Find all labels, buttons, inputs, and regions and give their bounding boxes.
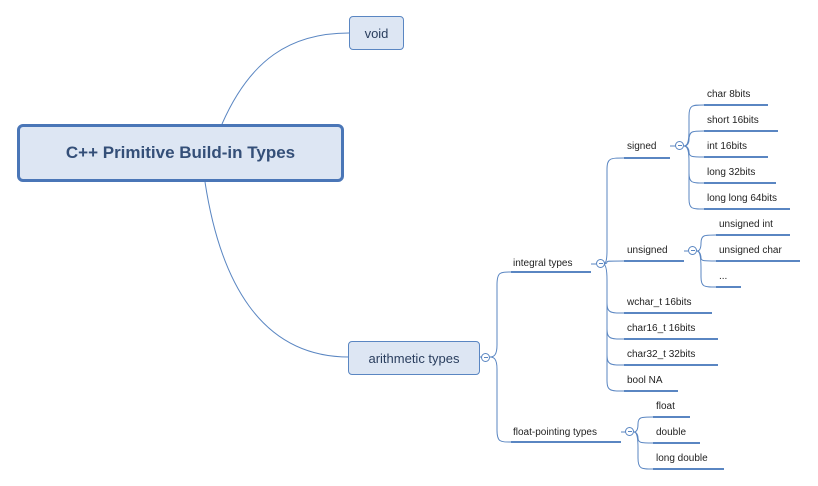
- integral-item[interactable]: wchar_t 16bits: [627, 296, 691, 310]
- connector-unsigned-int: [696, 234, 717, 252]
- signed-item[interactable]: char 8bits: [707, 88, 750, 102]
- signed-item[interactable]: long 32bits: [707, 166, 755, 180]
- integral-item-label: bool NA: [627, 375, 663, 386]
- float-topic[interactable]: float-pointing types: [513, 426, 597, 440]
- connector-unsigned-more: [696, 250, 717, 288]
- collapse-float-icon[interactable]: [625, 427, 634, 436]
- connector-signed-long: [683, 145, 705, 184]
- integral-item-label: char32_t 32bits: [627, 349, 696, 360]
- float-item[interactable]: long double: [656, 452, 708, 466]
- unsigned-item-label: ...: [719, 271, 728, 282]
- float-item[interactable]: float: [656, 400, 675, 414]
- float-item-label: double: [656, 427, 687, 438]
- connector-signed-char: [683, 104, 705, 147]
- root-node[interactable]: C++ Primitive Build-in Types: [17, 124, 344, 182]
- connector-arith-integral: [489, 271, 512, 358]
- signed-item-label: long 32bits: [707, 167, 756, 178]
- signed-item-label: int 16bits: [707, 141, 748, 152]
- collapse-arithmetic-icon[interactable]: [481, 353, 490, 362]
- signed-item[interactable]: long long 64bits: [707, 192, 777, 206]
- float-item-label: float: [656, 401, 675, 412]
- signed-label: signed: [627, 141, 657, 152]
- signed-item[interactable]: short 16bits: [707, 114, 759, 128]
- float-item-label: long double: [656, 453, 708, 464]
- unsigned-topic[interactable]: unsigned: [627, 244, 668, 258]
- unsigned-item[interactable]: ...: [719, 270, 727, 284]
- arithmetic-node[interactable]: arithmetic types: [348, 341, 480, 375]
- unsigned-item[interactable]: unsigned int: [719, 218, 773, 232]
- connector-integral-wchar: [602, 263, 625, 314]
- connector-float-longdouble: [633, 431, 654, 470]
- root-label: C++ Primitive Build-in Types: [65, 143, 296, 162]
- float-item[interactable]: double: [656, 426, 686, 440]
- connector-root-void: [221, 32, 350, 125]
- float-label: float-pointing types: [513, 427, 597, 438]
- integral-item[interactable]: char32_t 32bits: [627, 348, 695, 362]
- unsigned-item-label: unsigned char: [719, 245, 782, 256]
- connector-signed-int: [683, 145, 705, 158]
- connector-integral-unsigned: [602, 260, 625, 265]
- collapse-integral-icon[interactable]: [596, 259, 605, 268]
- signed-topic[interactable]: signed: [627, 140, 656, 154]
- connector-integral-char16: [606, 300, 625, 340]
- void-node[interactable]: void: [349, 16, 404, 50]
- integral-label: integral types: [513, 258, 573, 269]
- connector-root-arithmetic: [204, 181, 350, 358]
- connector-integral-char32: [606, 325, 625, 366]
- integral-topic[interactable]: integral types: [513, 257, 572, 271]
- signed-item-label: char 8bits: [707, 89, 751, 100]
- signed-item-label: long long 64bits: [707, 193, 778, 204]
- connector-arith-float: [489, 356, 512, 443]
- unsigned-item-label: unsigned int: [719, 219, 773, 230]
- connector-integral-signed: [602, 157, 625, 265]
- collapse-signed-icon[interactable]: [675, 141, 684, 150]
- connector-integral-bool: [606, 350, 625, 392]
- signed-item-label: short 16bits: [707, 115, 759, 126]
- integral-item[interactable]: char16_t 16bits: [627, 322, 695, 336]
- integral-item[interactable]: bool NA: [627, 374, 663, 388]
- unsigned-label: unsigned: [627, 245, 668, 256]
- signed-item[interactable]: int 16bits: [707, 140, 747, 154]
- connector-signed-short: [683, 130, 705, 147]
- void-label: void: [364, 25, 389, 41]
- unsigned-item[interactable]: unsigned char: [719, 244, 782, 258]
- arithmetic-label: arithmetic types: [368, 350, 460, 366]
- integral-item-label: char16_t 16bits: [627, 323, 696, 334]
- integral-item-label: wchar_t 16bits: [627, 297, 692, 308]
- collapse-unsigned-icon[interactable]: [688, 246, 697, 255]
- connector-signed-longlong: [688, 170, 705, 210]
- connector-float-float: [633, 416, 654, 433]
